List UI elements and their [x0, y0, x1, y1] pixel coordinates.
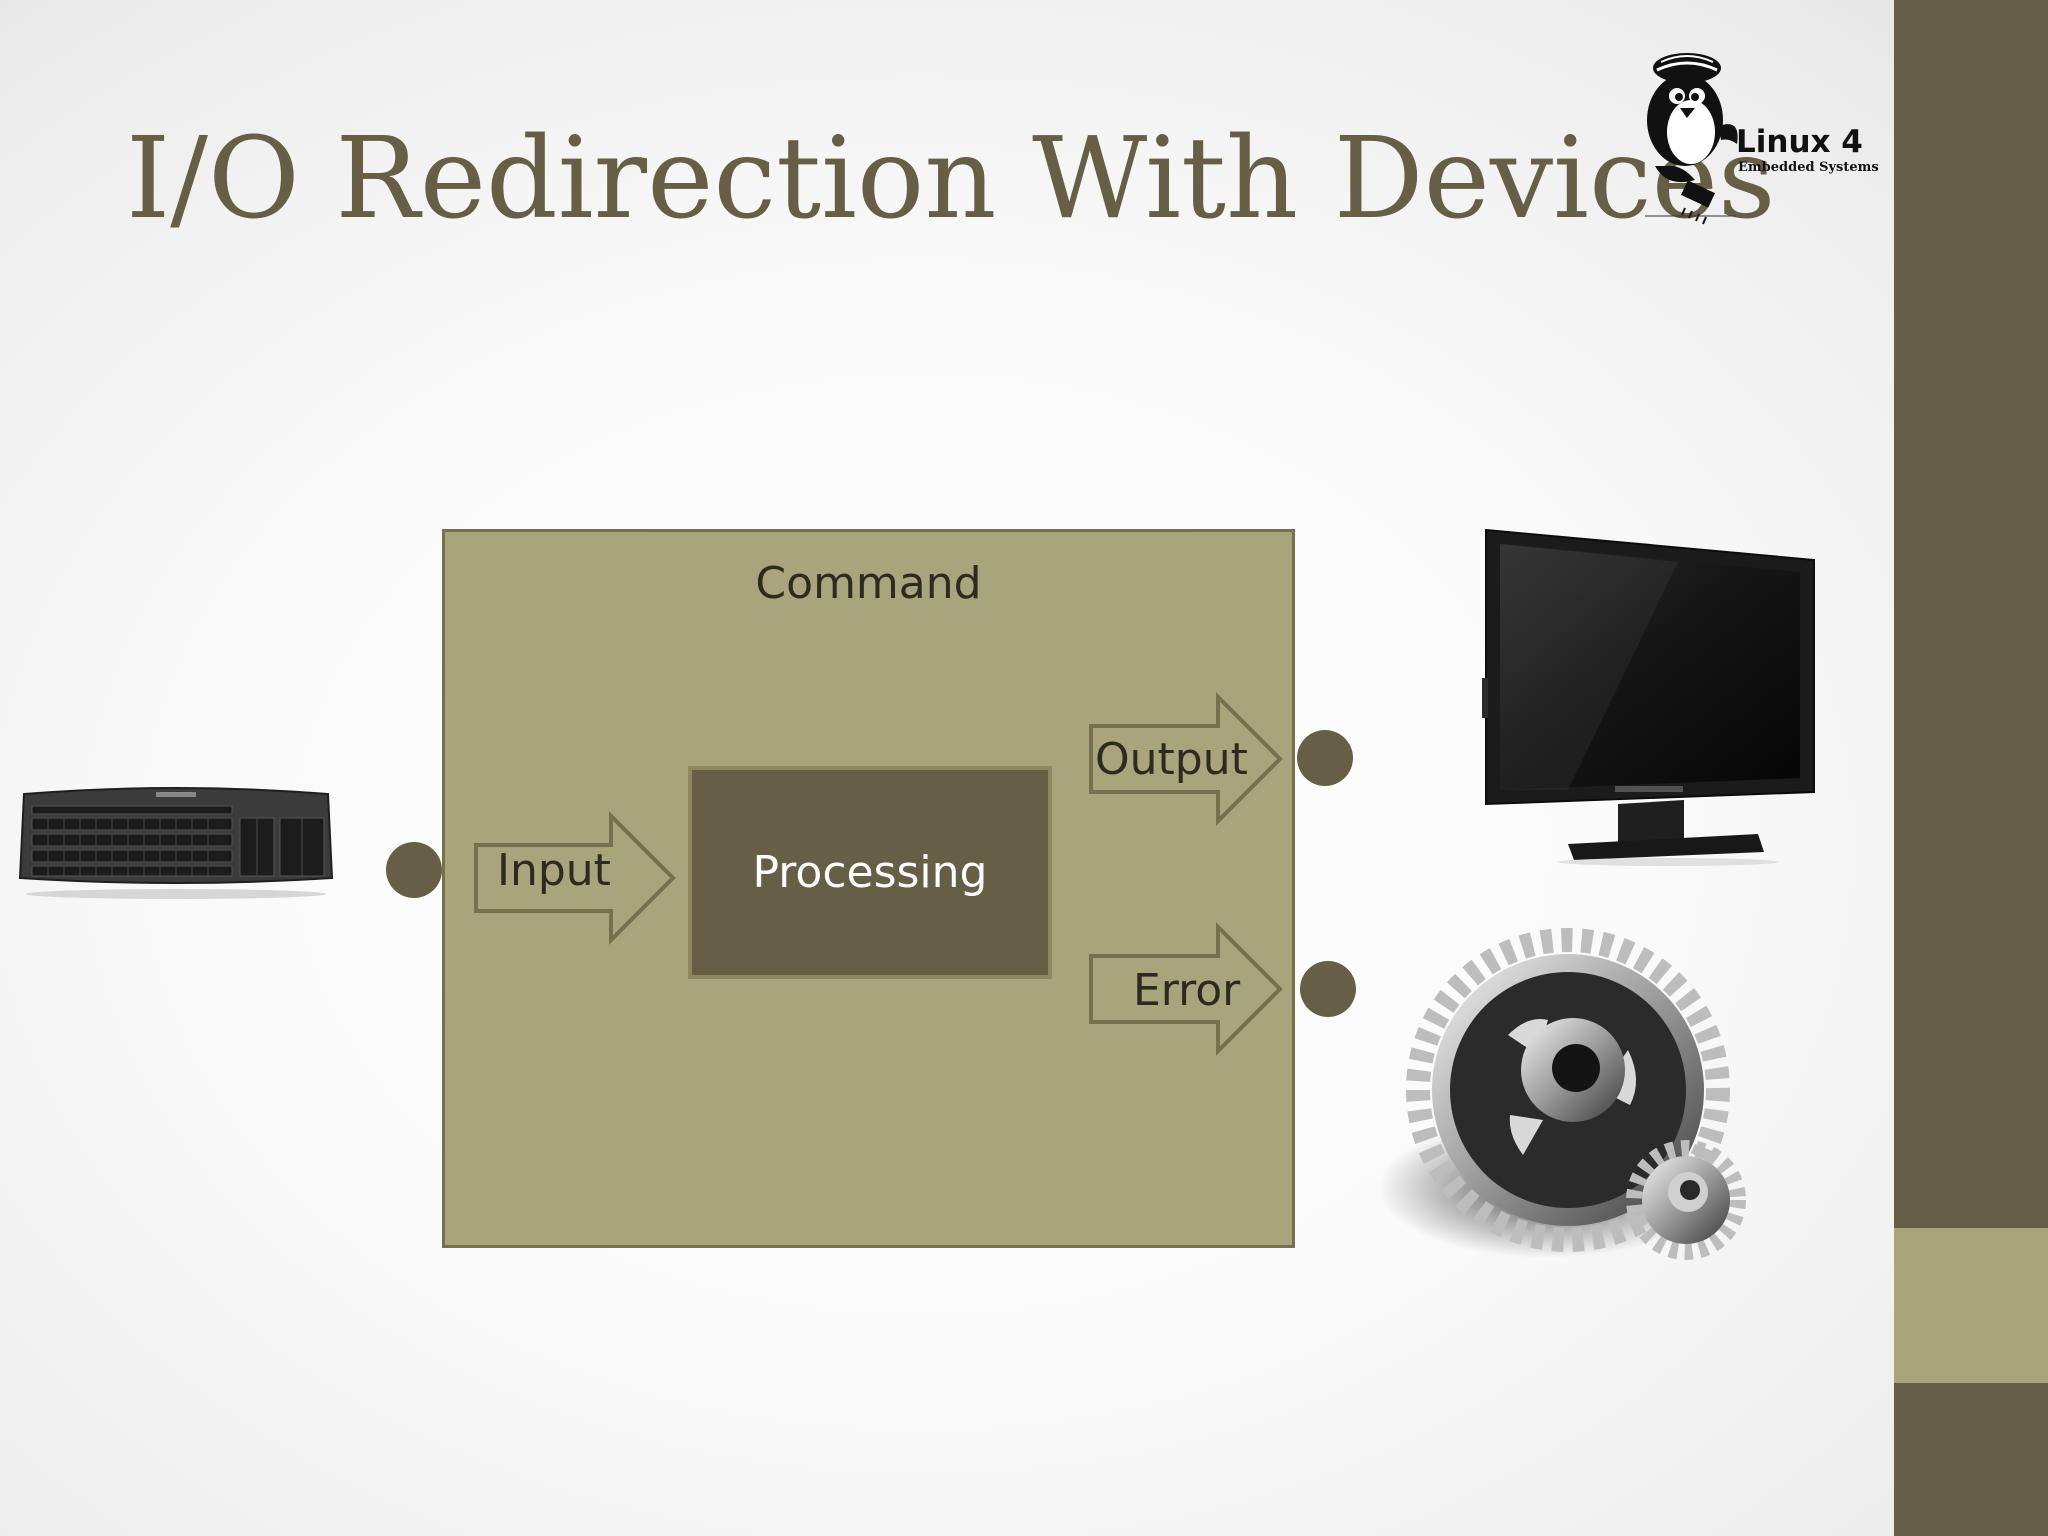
input-port — [386, 842, 442, 898]
error-port — [1300, 961, 1356, 1017]
slide-title: I/O Redirection With Devices — [126, 114, 1776, 244]
output-arrow — [1089, 692, 1283, 826]
monitor-icon — [1482, 528, 1815, 866]
error-label: Error — [1133, 965, 1241, 1016]
processing-box: Processing — [688, 766, 1052, 979]
output-label: Output — [1095, 734, 1248, 785]
logo-name: Linux 4 — [1736, 124, 1863, 160]
input-arrow — [474, 811, 676, 945]
error-arrow — [1089, 922, 1283, 1056]
decorative-side-accent — [1894, 1228, 2048, 1383]
command-label: Command — [755, 558, 982, 609]
penguin-logo-icon — [1645, 53, 1738, 225]
input-label: Input — [497, 845, 611, 896]
keyboard-icon — [18, 787, 334, 899]
processing-label: Processing — [752, 847, 988, 898]
gears-icon — [1378, 928, 1746, 1260]
linux4-logo: Linux 4 Embedded Systems — [1625, 48, 1879, 228]
output-port — [1297, 730, 1353, 786]
logo-tagline: Embedded Systems — [1738, 160, 1879, 175]
